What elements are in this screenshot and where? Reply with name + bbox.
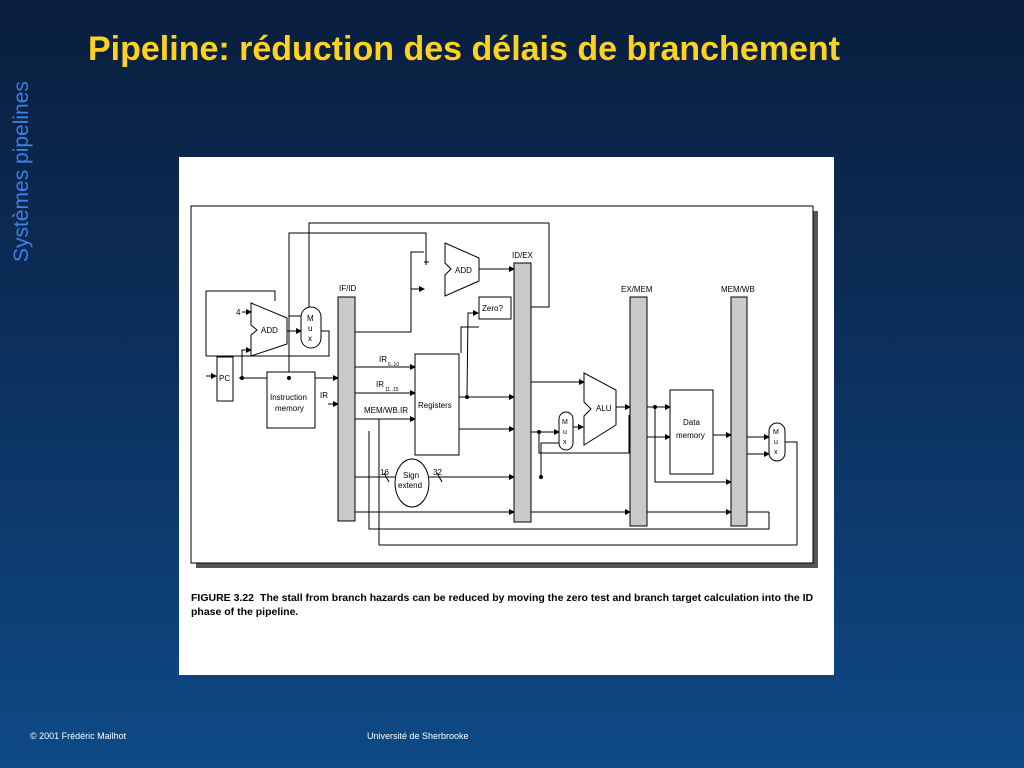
side-title: Systèmes pipelines: [10, 81, 33, 262]
ir-11-15-label: IR: [376, 380, 384, 389]
figure-caption-text: The stall from branch hazards can be red…: [191, 592, 814, 618]
ir-label: IR: [320, 391, 328, 400]
alu-label: ALU: [596, 404, 612, 413]
registers-box: [414, 353, 460, 456]
add2-label: ADD: [455, 266, 472, 275]
wire-fwd-b: [538, 415, 630, 454]
mem-wb-register: [730, 296, 748, 527]
mux1-u-label: u: [308, 324, 312, 333]
sign-extend-shape: [394, 458, 430, 508]
junction-dot: [539, 475, 543, 479]
figure-number: FIGURE 3.22: [191, 592, 255, 604]
wire-writeback-ir: [368, 431, 770, 530]
ex-mem-register: [629, 296, 648, 527]
pipeline-diagram: IF/ID ID/EX EX/MEM MEM/WB PC 4 ADD ADD M…: [190, 205, 818, 568]
registers-label: Registers: [418, 401, 452, 410]
wire-exmem-memwb: [654, 407, 732, 485]
mux2-u-label: u: [563, 429, 567, 436]
data-memory: [669, 389, 714, 475]
ex-mem-label: EX/MEM: [621, 285, 653, 294]
bus-tick-32: [436, 472, 443, 483]
mem-wb-ir-label: MEM/WB.IR: [364, 406, 408, 415]
zero-label: Zero?: [482, 304, 503, 313]
sign-extend-label-1: Sign: [403, 471, 419, 480]
bus-tick-16: [383, 472, 390, 483]
wire-loop-zero: [308, 222, 550, 316]
id-ex-register: [513, 262, 532, 523]
junction-dot: [653, 405, 657, 409]
alu-shape: [583, 372, 617, 446]
four-label: 4: [236, 308, 241, 317]
data-mem-label-2: memory: [676, 431, 705, 440]
junction-dot: [465, 395, 469, 399]
wire-loop-outer: [288, 232, 427, 316]
pc-box: [216, 356, 234, 402]
mux2-shape: [558, 411, 574, 451]
figure: IF/ID ID/EX EX/MEM MEM/WB PC 4 ADD ADD M…: [179, 157, 834, 675]
ir-6-10-sub: 6..10: [388, 362, 399, 368]
ir-11-15-sub: 11..15: [385, 387, 399, 393]
id-ex-label: ID/EX: [512, 251, 534, 260]
wire-fetch-mux: [288, 315, 301, 378]
footer-university: Université de Sherbrooke: [367, 731, 469, 741]
if-id-label: IF/ID: [339, 284, 357, 293]
mux3-m-label: M: [773, 429, 779, 436]
ir-6-10-label: IR: [379, 355, 387, 364]
mux1-shape: [300, 306, 322, 349]
junction-dot: [240, 376, 244, 380]
add1-label: ADD: [261, 326, 278, 335]
footer-copyright: © 2001 Frédéric Mailhot: [30, 731, 127, 741]
wire-add2-left: [410, 251, 424, 322]
slide-title: Pipeline: réduction des délais de branch…: [88, 30, 840, 68]
mem-wb-label: MEM/WB: [721, 285, 755, 294]
wire-imm-mux: [540, 442, 559, 477]
wire-reg-zero: [466, 310, 479, 397]
zero-box: [478, 296, 512, 320]
instruction-memory: [266, 371, 316, 429]
mux3-shape: [768, 422, 786, 462]
add1-shape: [250, 302, 288, 357]
bits-32-label: 32: [433, 468, 442, 477]
if-id-register: [337, 296, 356, 522]
junction-dot: [287, 376, 291, 380]
junction-dot: [537, 430, 541, 434]
instr-mem-label-1: Instruction: [270, 393, 307, 402]
wire-mux-pc: [206, 330, 330, 357]
mux3-u-label: u: [774, 439, 778, 446]
mux1-m-label: M: [307, 314, 314, 323]
wire-pc-loop: [205, 290, 276, 356]
bits-16-label: 16: [380, 468, 389, 477]
wire-writeback: [378, 419, 798, 546]
add2-shape: [444, 242, 480, 297]
mux1-x-label: x: [308, 334, 312, 343]
mux3-x-label: x: [774, 449, 778, 456]
instr-mem-label-2: memory: [275, 404, 304, 413]
wire-reg-up: [460, 326, 479, 353]
pc-label: PC: [219, 374, 230, 383]
data-mem-label-1: Data: [683, 418, 700, 427]
wire-pc-add: [241, 347, 252, 378]
sign-extend-label-2: extend: [398, 481, 422, 490]
mux2-x-label: x: [563, 439, 567, 446]
mux2-m-label: M: [562, 419, 568, 426]
